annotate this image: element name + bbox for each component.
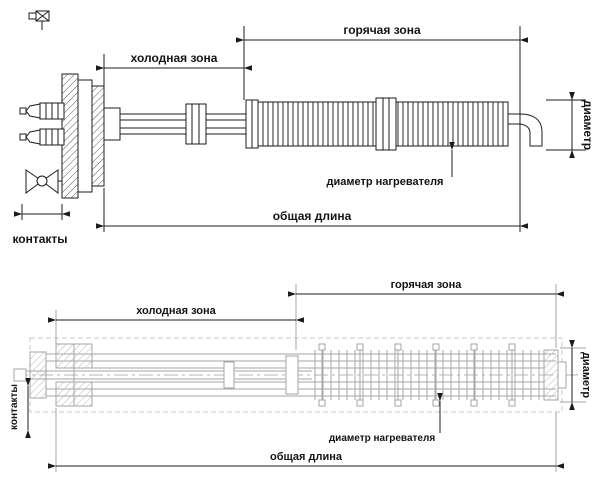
- hot-zone-label: горячая зона: [343, 23, 421, 37]
- pin-tip: [19, 133, 27, 141]
- spacer-cap: [470, 399, 478, 407]
- pin-taper: [25, 103, 41, 119]
- spacer-cap: [356, 343, 364, 351]
- top-contact-pin-lower: [19, 128, 65, 146]
- contacts-label: контакты: [12, 232, 67, 246]
- flange-plate-front: [91, 85, 105, 187]
- rod-collar-large: [285, 355, 299, 395]
- fin-spacers: [318, 343, 516, 407]
- spacer-cap: [394, 343, 402, 351]
- heater-diameter-label: диаметр нагревателя: [329, 433, 435, 444]
- top-cold-rod: [103, 103, 246, 145]
- top-hot-coil: [245, 97, 509, 151]
- right-end-block: [543, 349, 559, 401]
- left-terminal-pin: [13, 368, 27, 382]
- top-terminal-screw: [28, 10, 50, 30]
- pin-taper: [25, 129, 41, 145]
- spacer-cap: [318, 343, 326, 351]
- screw-tip: [28, 12, 37, 20]
- top-contact-pin-upper: [19, 102, 65, 120]
- total-length-label: общая длина: [270, 451, 343, 463]
- screw-cross-2: [35, 10, 50, 22]
- diameter-label: диаметр: [580, 352, 592, 398]
- diameter-label: диаметр: [581, 100, 595, 150]
- fin-section: [312, 350, 544, 400]
- rod-collar-small: [223, 361, 235, 389]
- pin-tip: [19, 107, 27, 115]
- spacer-cap: [394, 399, 402, 407]
- bottom-heater-body: [13, 343, 567, 407]
- top-heater-body: [19, 10, 543, 199]
- hot-zone-label: горячая зона: [391, 279, 463, 291]
- spacer-cap: [470, 343, 478, 351]
- top-view: горячая зона холодная зона общая длина д…: [12, 10, 595, 246]
- spacer-cap: [508, 343, 516, 351]
- cold-zone-label: холодная зона: [136, 305, 216, 317]
- spacer-cap: [318, 399, 326, 407]
- top-dimensions: горячая зона холодная зона общая длина д…: [12, 23, 595, 246]
- wing-left: [25, 169, 43, 194]
- spacer-cap: [508, 399, 516, 407]
- bottom-dimensions: горячая зона холодная зона общая длина д…: [9, 279, 592, 472]
- rod-bushing: [103, 107, 121, 141]
- rod-collar: [185, 103, 207, 145]
- total-length-label: общая длина: [273, 209, 352, 223]
- right-end-cap: [557, 361, 567, 389]
- flange-plate-mid: [77, 79, 93, 193]
- top-wing-nut: [25, 169, 62, 194]
- wing-nut-hub: [36, 175, 48, 187]
- coil-mid-band: [375, 97, 397, 151]
- spacer-cap: [356, 399, 364, 407]
- heater-diameter-label: диаметр нагревателя: [327, 176, 444, 188]
- cold-zone-label: холодная зона: [131, 51, 218, 65]
- spacer-cap: [432, 343, 440, 351]
- contacts-label: контакты: [9, 384, 20, 430]
- bent-tube-end: [507, 113, 543, 147]
- bottom-view: горячая зона холодная зона общая длина д…: [9, 279, 592, 472]
- left-end-block: [29, 351, 47, 399]
- top-flange: [61, 73, 105, 199]
- wing-right: [41, 169, 59, 194]
- spacer-cap: [432, 399, 440, 407]
